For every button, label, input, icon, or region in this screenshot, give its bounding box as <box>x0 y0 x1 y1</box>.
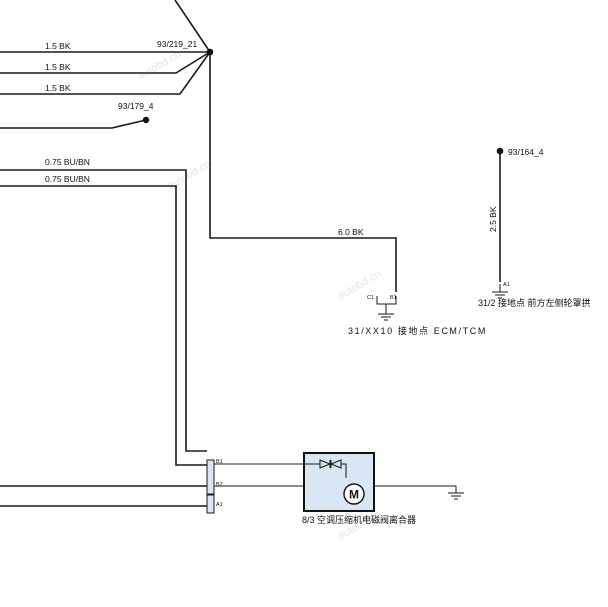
wire-segment <box>174 0 211 53</box>
wire-label: 6.0 BK <box>338 227 364 237</box>
pin-label: A1 <box>503 282 510 288</box>
wire-to-splice-2 <box>0 119 147 129</box>
component-label: 31/XX10 接地点 ECM/TCM <box>348 325 487 336</box>
ground-front-left: 93/164_4 2.5 BK A1 31/2 接地点 前方左侧轮罩拱 <box>478 147 591 308</box>
connector-body <box>206 459 215 495</box>
pin-label: A1 <box>216 502 223 508</box>
wire-1-5bk-c <box>0 51 211 95</box>
motor-icon <box>343 483 365 505</box>
ground-icon <box>378 313 394 321</box>
pin-label: C1 <box>367 295 374 301</box>
wire-0-75bubn-b <box>0 185 207 466</box>
wire-label: 0.75 BU/BN <box>45 157 90 167</box>
watermark: autobd.cn <box>166 158 214 193</box>
splice-label: 93/219_21 <box>157 39 197 49</box>
connector-clutch: B1 B2 A1 <box>206 459 223 514</box>
pin-label: B1 <box>216 459 223 465</box>
wire-clutch-to-ground <box>374 485 457 493</box>
pin-label: B2 <box>216 482 223 488</box>
wire-label: 1.5 BK <box>45 41 71 51</box>
wire-label: 1.5 BK <box>45 62 71 72</box>
ground-icon <box>448 492 464 500</box>
ground-ecm-tcm: C1 B1 31/XX10 接地点 ECM/TCM <box>348 292 487 336</box>
splice-label: 93/164_4 <box>508 147 544 157</box>
component-label: 8/3 空调压缩机电磁阀离合器 <box>302 514 416 525</box>
diode-icon <box>319 459 332 469</box>
component-label: 31/2 接地点 前方左侧轮罩拱 <box>478 297 591 308</box>
diode-icon <box>329 459 342 469</box>
wire-group-bu-bn: 0.75 BU/BN 0.75 BU/BN <box>0 157 207 466</box>
clutch-body <box>303 452 375 512</box>
wire-label: 2.5 BK <box>488 206 498 232</box>
connector-body <box>206 494 215 514</box>
wire-label: 1.5 BK <box>45 83 71 93</box>
ground-connector <box>373 292 403 301</box>
diode-leads <box>304 463 347 478</box>
splice-label: 93/179_4 <box>118 101 154 111</box>
watermark: autobd.cn <box>336 508 384 543</box>
splice-dot <box>206 48 214 56</box>
motor-symbol: M <box>349 488 359 502</box>
splice-s2: 93/179_4 <box>118 101 154 124</box>
pin-label: B1 <box>390 295 397 301</box>
wire-label: 0.75 BU/BN <box>45 174 90 184</box>
wire-group-splice-1 <box>0 0 397 292</box>
wire-0-75bubn-a <box>0 169 207 452</box>
clutch-component: M 8/3 空调压缩机电磁阀离合器 <box>302 452 464 525</box>
splice-dot <box>142 116 150 124</box>
ground-icon <box>492 291 508 299</box>
splice-s1: 93/219_21 <box>157 39 214 56</box>
wire-6-0bk <box>209 52 397 292</box>
diode-bar <box>329 460 332 468</box>
wire-1-5bk-b <box>0 51 211 74</box>
watermark: autobd.cn <box>136 48 184 83</box>
